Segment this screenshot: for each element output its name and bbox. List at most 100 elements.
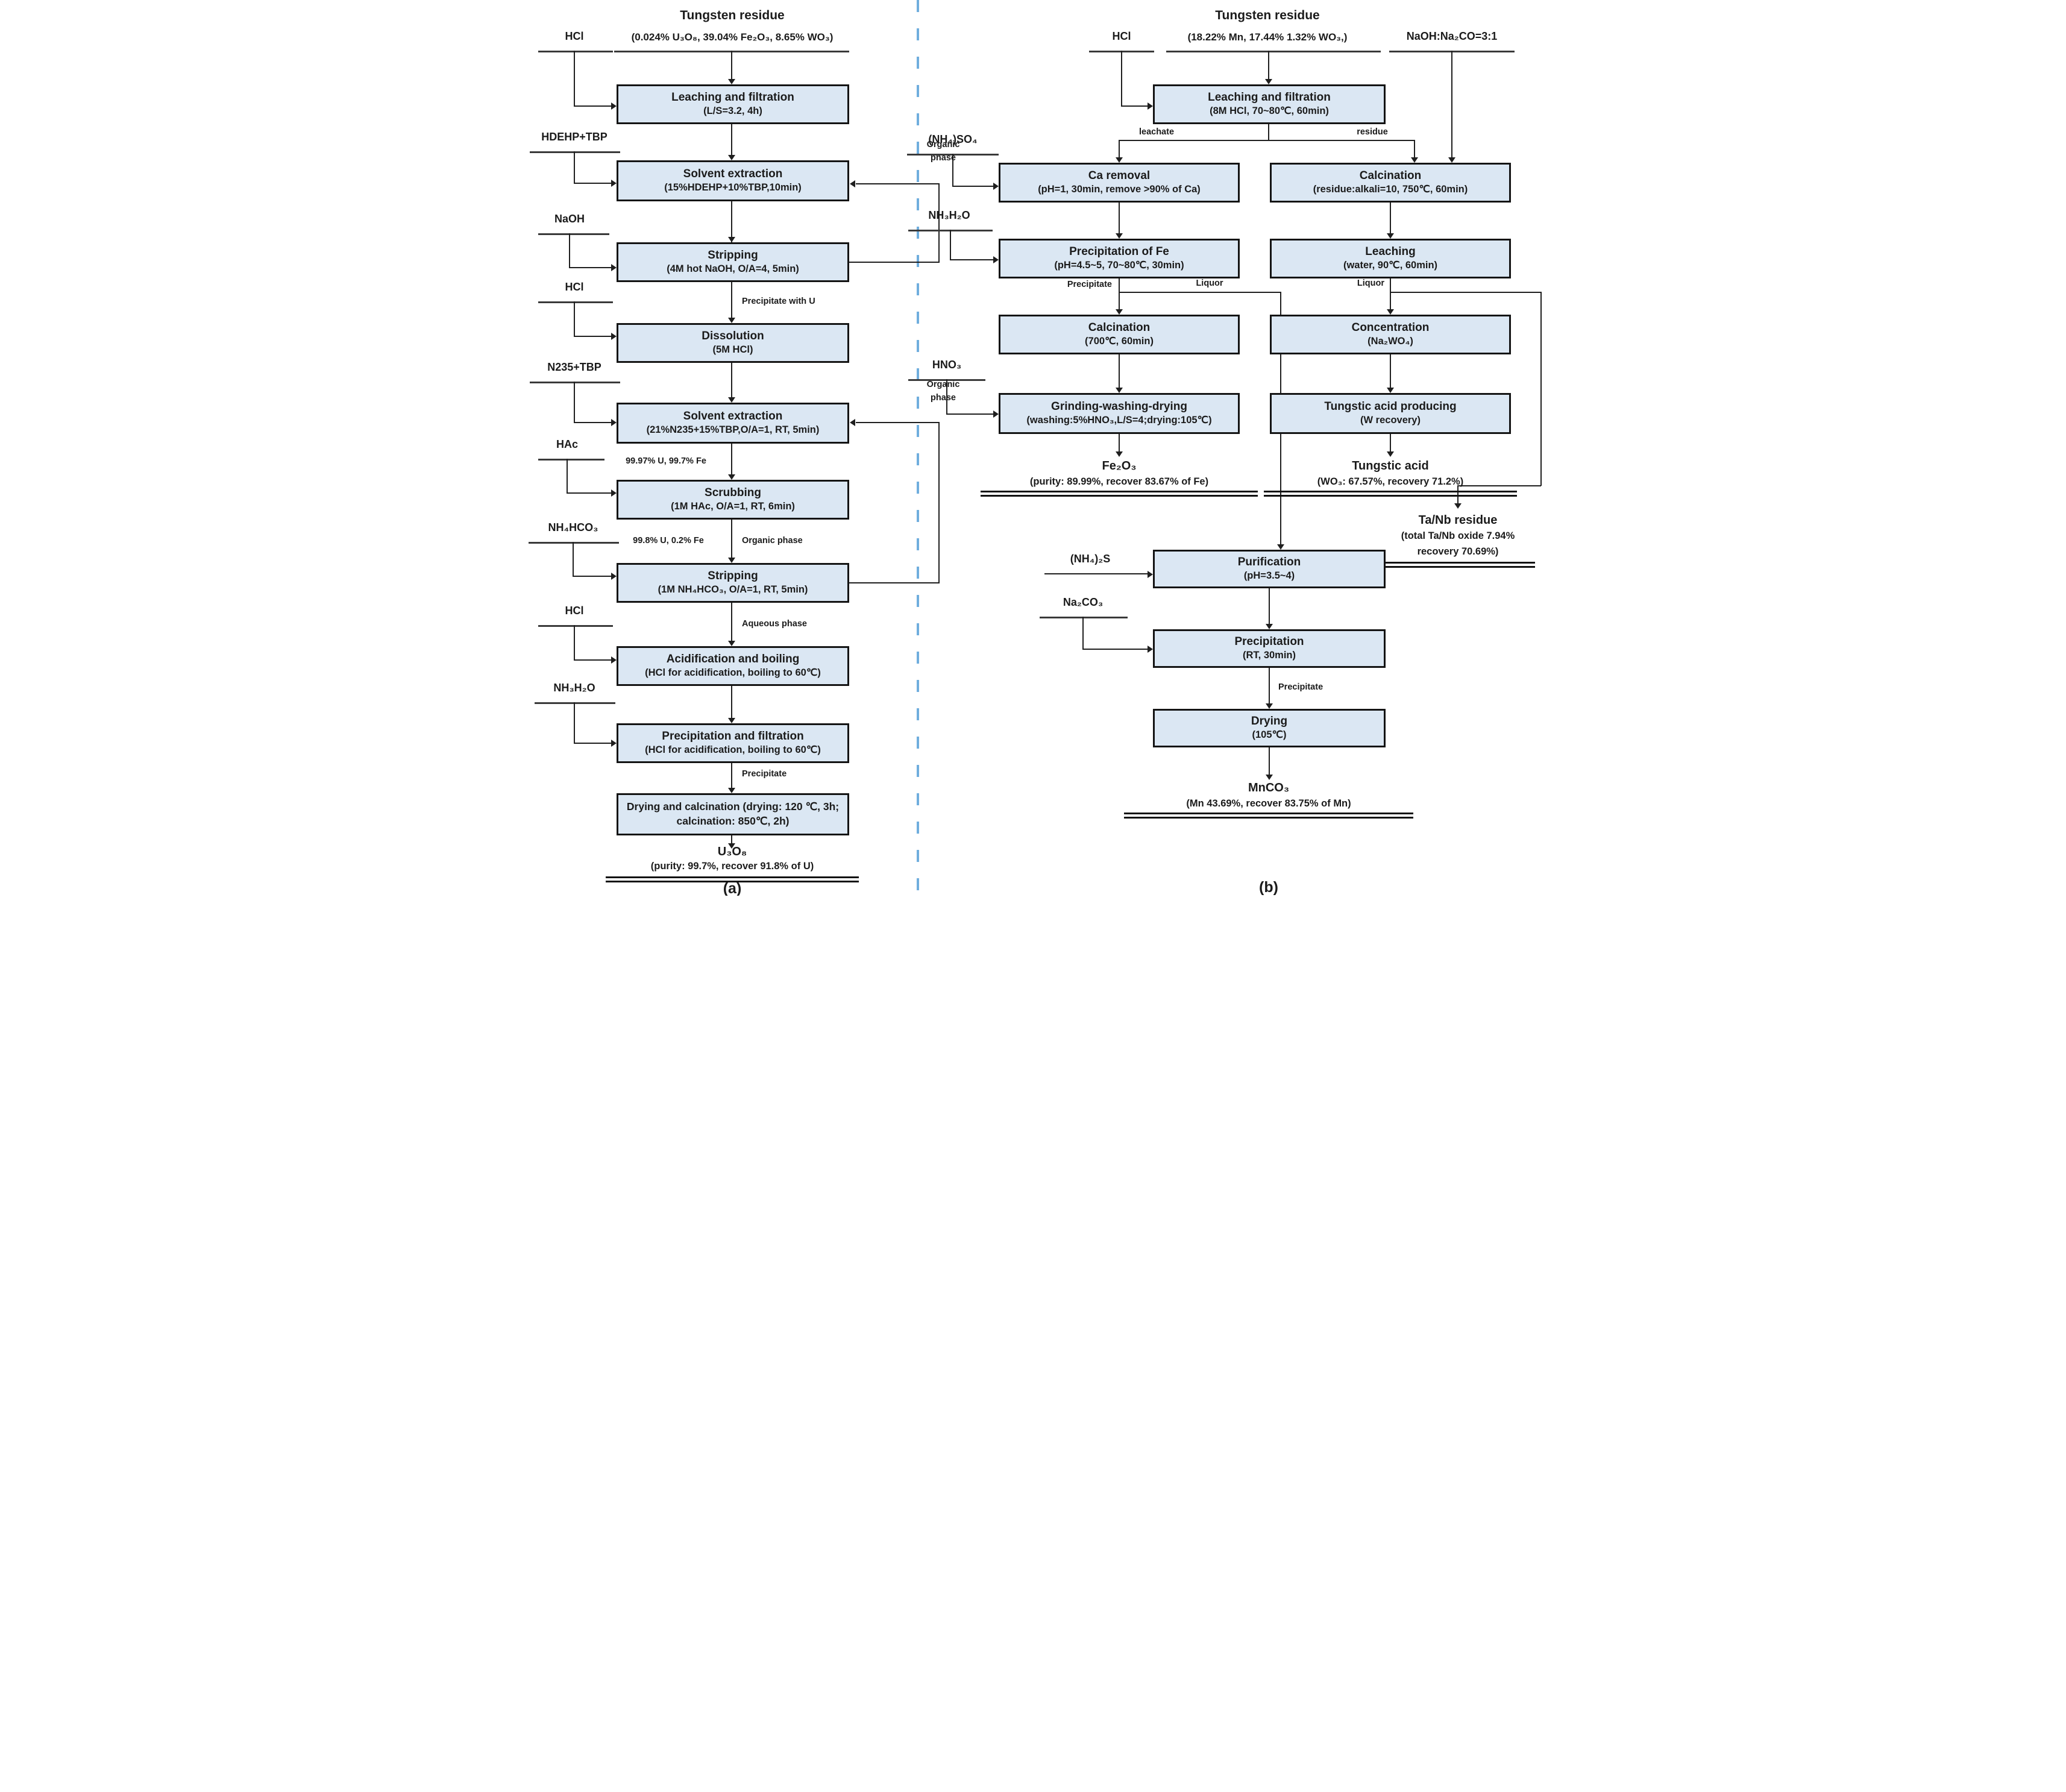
arrowhead <box>993 410 999 418</box>
product-underline <box>1360 562 1535 564</box>
product-underline <box>606 881 859 882</box>
connector <box>731 363 732 397</box>
connector <box>574 702 575 743</box>
box-dissolution-a: Dissolution (5M HCl) <box>617 323 849 363</box>
arrowhead <box>611 489 617 497</box>
reagent-na2co3: Na₂CO₃ <box>1063 596 1104 608</box>
box-stripping-2-a: Stripping (1M NH₄HCO₃, O/A=1, RT, 5min) <box>617 563 849 603</box>
arrowhead <box>728 237 735 242</box>
arrowhead <box>611 656 617 664</box>
connector <box>731 686 732 718</box>
box-title: Precipitation <box>1234 635 1304 649</box>
arrowhead <box>1265 79 1272 84</box>
box-title: Solvent extraction <box>683 410 783 423</box>
box-sub: (105℃) <box>1252 729 1287 741</box>
product-mnco3-detail: (Mn 43.69%, recover 83.75% of Mn) <box>1186 798 1351 809</box>
product-underline <box>981 495 1258 497</box>
connector <box>567 492 611 494</box>
reagent-nh4so4: (NH₄)SO₄ <box>928 133 978 145</box>
reagent-hcl-1: HCl <box>565 30 584 42</box>
connector <box>731 282 732 318</box>
connector <box>1269 668 1270 703</box>
connector <box>1390 354 1391 388</box>
arrowhead <box>728 474 735 480</box>
product-tanb-detail-2: recovery 70.69%) <box>1417 546 1499 557</box>
box-purification: Purification (pH=3.5~4) <box>1153 550 1386 588</box>
box-sub: (4M hot NaOH, O/A=4, 5min) <box>667 263 799 275</box>
box-sub: (21%N235+15%TBP,O/A=1, RT, 5min) <box>646 424 820 436</box>
connector <box>952 186 993 187</box>
reagent-hcl-2-underline <box>538 301 613 303</box>
product-u3o8: U₃O₈ <box>717 845 747 858</box>
precipitate-label-pfe: Precipitate <box>1067 280 1112 289</box>
box-title: Drying <box>1251 715 1288 728</box>
connector <box>731 201 732 242</box>
source-title-a: Tungsten residue <box>680 8 785 22</box>
arrowhead <box>1148 646 1153 653</box>
box-sub: (8M HCl, 70~80℃, 60min) <box>1210 105 1329 117</box>
arrowhead <box>728 155 735 160</box>
connector <box>1121 105 1148 107</box>
reagent-hno3: HNO₃ <box>932 359 962 371</box>
flowchart-canvas: Tungsten residue (0.024% U₃O₈, 39.04% Fe… <box>516 0 1549 896</box>
connector <box>946 379 947 414</box>
arrowhead <box>1148 571 1153 578</box>
connector <box>1268 124 1269 140</box>
panel-label-a: (a) <box>723 880 742 896</box>
arrowhead <box>993 256 999 263</box>
tanb-branch-top <box>1390 292 1541 293</box>
connector <box>574 422 611 423</box>
connector <box>731 763 732 788</box>
box-title: Calcination <box>1088 321 1151 335</box>
connector <box>574 105 611 107</box>
connector <box>946 413 993 415</box>
arrowhead <box>1411 157 1418 163</box>
arrowhead <box>1148 102 1153 110</box>
reagent-nh3h2o-a: NH₃H₂O <box>553 682 595 694</box>
box-concentration: Concentration (Na₂WO₄) <box>1270 315 1511 354</box>
arrowhead <box>1116 309 1123 315</box>
connector <box>574 183 611 184</box>
product-tungstic-acid-detail: (WO₃: 67.57%, recovery 71.2%) <box>1317 476 1464 487</box>
reagent-na2co3-underline <box>1040 617 1128 618</box>
box-sub: (HCl for acidification, boiling to 60℃) <box>645 667 821 679</box>
box-sub: (HCl for acidification, boiling to 60℃) <box>645 744 821 756</box>
organic-phase-label-1-line1: Organic <box>926 140 960 149</box>
connector <box>952 154 953 186</box>
reagent-hcl-2: HCl <box>565 281 584 293</box>
connector <box>1119 354 1120 388</box>
connector <box>950 259 993 260</box>
reagent-hcl-1-underline <box>538 51 613 52</box>
connector <box>574 336 611 337</box>
connector <box>1457 485 1458 503</box>
connector <box>1390 203 1391 233</box>
organic-loop1-top <box>856 183 940 184</box>
connector <box>574 151 575 183</box>
product-mnco3: MnCO₃ <box>1248 781 1290 794</box>
arrowhead <box>1277 544 1284 550</box>
organic-phase-mid-label: Organic phase <box>742 536 803 545</box>
box-title: Stripping <box>708 249 758 262</box>
product-fe2o3: Fe₂O₃ <box>1102 459 1137 473</box>
product-tungstic-acid: Tungstic acid <box>1352 459 1429 473</box>
arrowhead <box>611 740 617 747</box>
reagent-hac: HAc <box>556 438 579 450</box>
arrowhead <box>1266 775 1273 780</box>
reagent-naoh-underline <box>538 233 609 235</box>
box-title: Calcination <box>1359 169 1422 183</box>
box-title: Concentration <box>1351 321 1430 335</box>
arrowhead <box>1387 388 1394 393</box>
connector <box>569 267 611 268</box>
organic-loop1-bottom <box>849 262 940 263</box>
arrowhead <box>1116 451 1123 457</box>
connector <box>1082 649 1148 650</box>
box-sub: (pH=4.5~5, 70~80℃, 30min) <box>1054 260 1184 271</box>
organic-phase-label-2-line2: phase <box>931 393 956 403</box>
box-sub: (15%HDEHP+10%TBP,10min) <box>664 182 802 193</box>
product-underline <box>1264 491 1517 492</box>
connector <box>573 542 574 576</box>
box-calcination-alkali: Calcination (residue:alkali=10, 750℃, 60… <box>1270 163 1511 203</box>
panel-label-b: (b) <box>1259 879 1278 896</box>
source-underline-b <box>1166 51 1381 52</box>
product-underline <box>606 876 859 878</box>
